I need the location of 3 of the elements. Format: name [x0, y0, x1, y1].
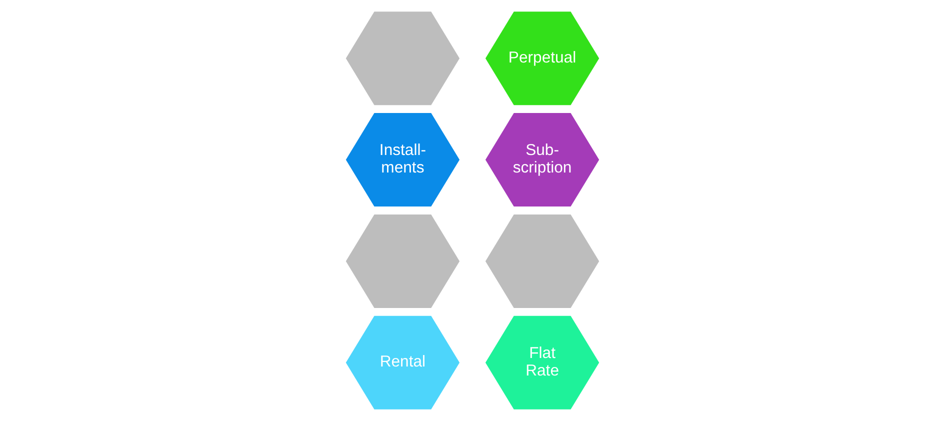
- node-hexagon: [485, 214, 600, 308]
- node-hexagon: [346, 12, 460, 106]
- node-hexagon: [346, 214, 460, 308]
